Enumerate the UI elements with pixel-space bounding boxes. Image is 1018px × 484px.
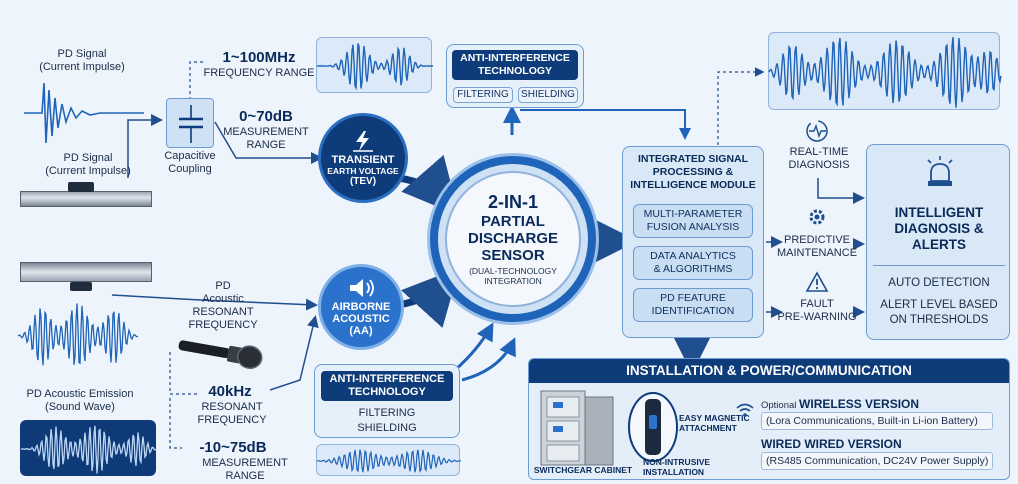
center-sensor-core: 2-IN-1 PARTIAL DISCHARGE SENSOR (DUAL-TE…	[445, 171, 581, 307]
resonant-dashed-line	[169, 352, 200, 395]
aa-waveform	[316, 449, 462, 473]
busbar-bottom	[20, 262, 152, 282]
anti-bottom-title: ANTI-INTERFERENCE TECHNOLOGY	[321, 371, 453, 401]
installation-title: INSTALLATION & POWER/COMMUNICATION	[529, 359, 1009, 383]
fault-prewarning-label: FAULT PRE-WARNING	[777, 298, 857, 323]
capacitive-coupling-box	[166, 98, 214, 148]
warning-icon	[805, 271, 829, 292]
center-line-3: DISCHARGE	[467, 230, 558, 247]
pd-to-capacitive-line	[127, 114, 163, 178]
alerts-title: INTELLIGENT DIAGNOSIS & ALERTS	[894, 205, 984, 252]
aa-node: AIRBORNE ACOUSTIC (AA)	[318, 264, 404, 350]
alert-level-label: ALERT LEVEL BASED ON THRESHOLDS	[880, 299, 998, 326]
acoustic-dark-waveform	[20, 425, 158, 474]
aa-title: AIRBORNE	[331, 301, 391, 313]
anti-top-shielding-chip: SHIELDING	[518, 87, 578, 103]
microphone-icon	[178, 340, 263, 370]
sensor-clip-top	[68, 182, 94, 192]
realtime-diagnosis-label: REAL-TIME DIAGNOSIS	[788, 146, 850, 171]
tev-abbr: (TEV)	[349, 175, 377, 187]
capacitive-coupling-label: Capacitive Coupling	[164, 150, 216, 175]
alerts-panel: INTELLIGENT DIAGNOSIS & ALERTS AUTO DETE…	[866, 144, 1010, 340]
acoustic-waveform	[17, 303, 139, 366]
acoustic-to-aa-line	[111, 294, 318, 311]
tev-waveform	[317, 43, 433, 91]
center-sensor-ring: 2-IN-1 PARTIAL DISCHARGE SENSOR (DUAL-TE…	[430, 156, 596, 322]
right-waveform	[768, 37, 1002, 108]
gear-icon	[809, 209, 825, 225]
center-sub-2: INTEGRATION	[484, 276, 542, 286]
wifi-icon	[736, 403, 754, 417]
anti-top-title: ANTI-INTERFERENCE TECHNOLOGY	[452, 50, 578, 80]
switchgear-cabinet-illustration	[540, 390, 614, 466]
tev-title: TRANSIENT	[331, 153, 395, 166]
auto-detection-label: AUTO DETECTION	[888, 277, 990, 289]
tev-subtitle: EARTH VOLTAGE	[327, 165, 399, 176]
capacitive-to-tev-line	[214, 121, 323, 164]
realtime-to-alerts-line	[817, 178, 865, 204]
aa-subtitle: ACOUSTIC	[332, 313, 390, 325]
wired-title: WIRED WIRED VERSION	[761, 437, 902, 451]
center-line-4: SENSOR	[481, 247, 545, 264]
pulse-icon	[806, 120, 828, 142]
switchgear-cabinet-label: SWITCHGEAR CABINET	[533, 465, 633, 475]
aa-range-dashed-line	[169, 398, 182, 449]
wired-detail: (RS485 Communication, DC24V Power Supply…	[761, 452, 993, 470]
right-waveform-box	[768, 32, 1002, 110]
alarm-light-icon	[927, 156, 953, 186]
anti-bottom-arrow	[454, 322, 494, 372]
tev-node: TRANSIENT EARTH VOLTAGE (TEV)	[318, 113, 408, 203]
pd-emission-label: PD Acoustic Emission (Sound Wave)	[26, 388, 134, 413]
aa-meas-label: MEASUREMENT RANGE	[202, 457, 288, 482]
freq-dashed-line	[189, 61, 206, 100]
anti-bottom-filtering: FILTERING	[358, 407, 416, 419]
resonant-label: RESONANT FREQUENCY	[197, 401, 267, 426]
freq-range-value: 1~100MHz	[222, 49, 296, 66]
wireless-prefix: Optional	[761, 400, 797, 411]
module-to-wave-dashed	[717, 67, 765, 145]
center-line-1: 2-IN-1	[487, 192, 538, 212]
acoustic-wave-box	[20, 420, 158, 476]
busbar-top	[20, 191, 152, 207]
meas-range-value: 0~70dB	[239, 108, 293, 125]
anti-interference-top-panel: ANTI-INTERFERENCE TECHNOLOGY FILTERING S…	[446, 44, 584, 108]
pd-acoustic-label: PD Acoustic RESONANT FREQUENCY	[188, 280, 258, 331]
integrated-module-panel: INTEGRATED SIGNAL PROCESSING & INTELLIGE…	[622, 146, 764, 338]
speaker-icon	[350, 279, 374, 297]
lightning-icon	[353, 130, 373, 152]
anti-top-filtering-chip: FILTERING	[453, 87, 513, 103]
magnetic-attachment-label: EASY MAGNETIC ATTACHMENT	[679, 413, 750, 433]
aa-meas-value: -10~75dB	[199, 439, 267, 456]
anti-interference-bottom-panel: ANTI-INTERFERENCE TECHNOLOGY FILTERING S…	[314, 364, 460, 438]
top-to-module-line	[520, 109, 691, 140]
resonant-to-aa-line	[269, 315, 319, 391]
center-line-2: PARTIAL	[481, 213, 545, 230]
center-sub-1: (DUAL-TECHNOLOGY	[469, 266, 557, 276]
pd-signal-mid-label: PD Signal (Current Impulse)	[45, 152, 131, 177]
anti-bottom-arrow-2	[461, 337, 516, 382]
freq-range-label: FREQUENCY RANGE	[203, 67, 315, 79]
module-data-analytics: DATA ANALYTICS& ALGORITHMS	[633, 246, 753, 280]
nonintrusive-label: NON-INTRUSIVE INSTALLATION	[643, 457, 711, 477]
wireless-title: WIRELESS VERSION	[799, 397, 920, 411]
aa-waveform-box	[316, 444, 462, 476]
wireless-heading: Optional WIRELESS VERSION	[761, 397, 919, 411]
anti-bottom-shielding: SHIELDING	[357, 422, 417, 434]
installation-panel: INSTALLATION & POWER/COMMUNICATION SWITC…	[528, 358, 1010, 480]
predictive-maintenance-label: PREDICTIVE MAINTENANCE	[776, 234, 858, 259]
meas-range-label: MEASUREMENT RANGE	[223, 126, 309, 151]
capacitor-icon	[179, 105, 203, 143]
wireless-detail: (Lora Communications, Built-in Li-ion Ba…	[761, 412, 993, 430]
sensor-device-illustration	[628, 392, 678, 462]
tev-waveform-box	[316, 37, 433, 93]
pd-signal-top-label: PD Signal (Current Impulse)	[39, 48, 125, 73]
resonant-value: 40kHz	[208, 383, 252, 400]
module-title: INTEGRATED SIGNAL PROCESSING & INTELLIGE…	[630, 153, 756, 191]
sensor-clip-bottom	[70, 282, 92, 291]
aa-abbr: (AA)	[349, 325, 373, 337]
current-impulse-waveform	[24, 82, 144, 144]
